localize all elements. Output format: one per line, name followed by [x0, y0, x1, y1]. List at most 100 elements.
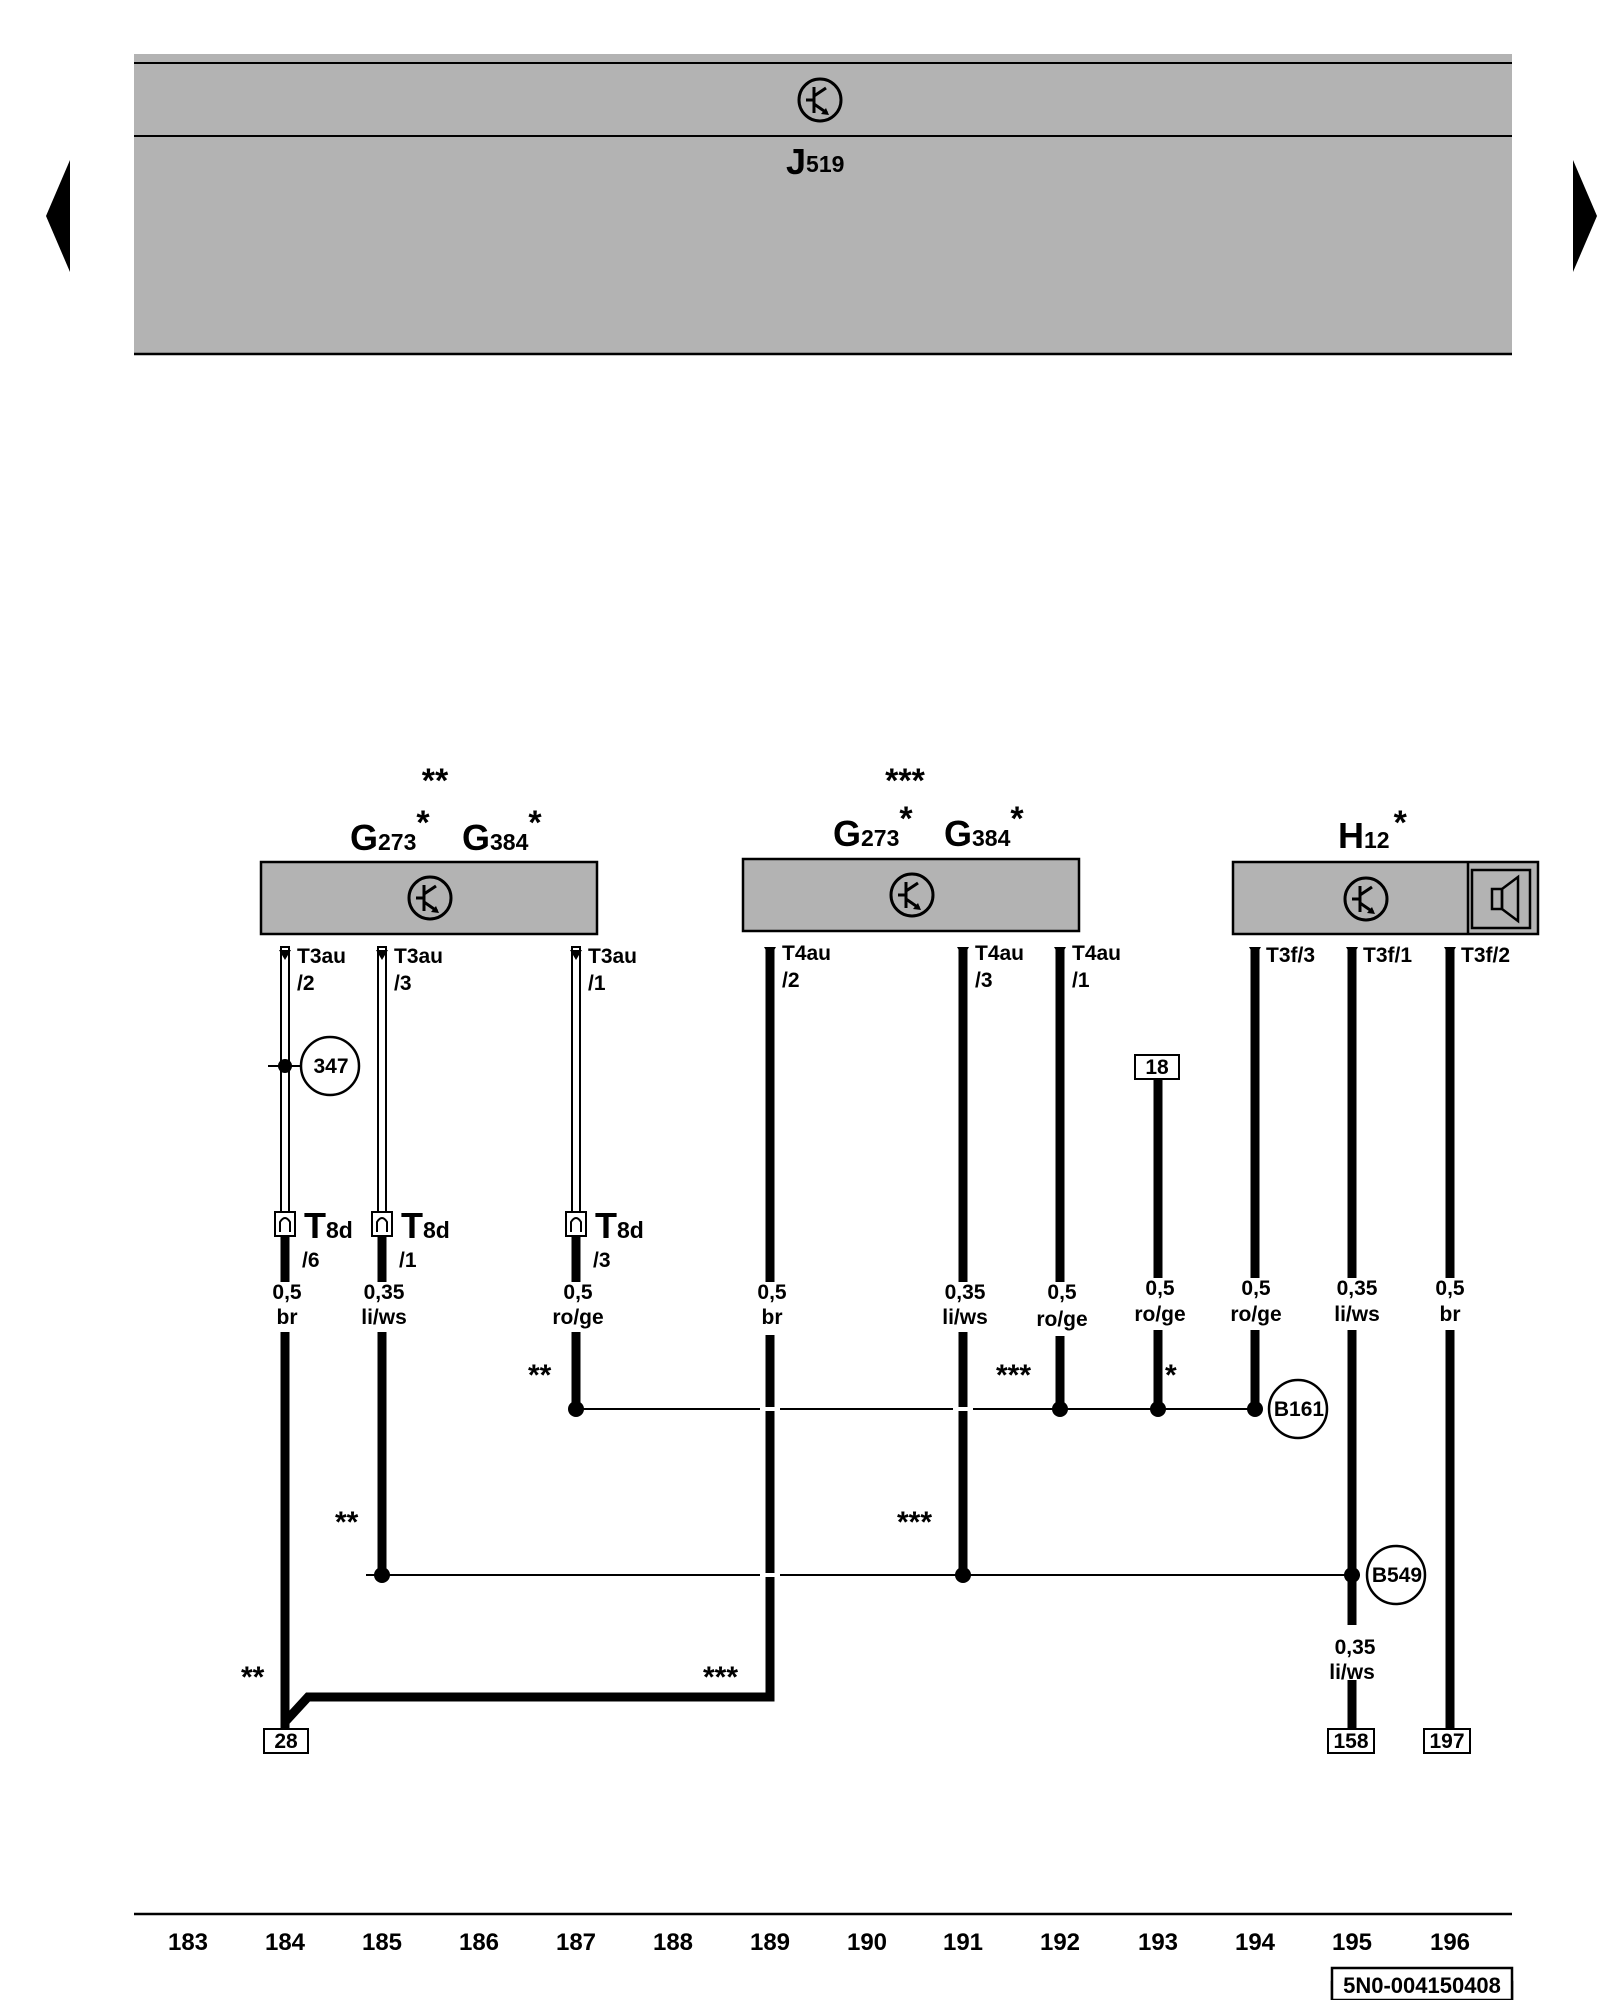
svg-text:B161: B161 — [1274, 1398, 1325, 1421]
h12-number: 12 — [1364, 827, 1390, 853]
ref-box-28[interactable]: 28 — [263, 1728, 309, 1754]
control-unit-number: 519 — [806, 151, 844, 177]
wire-size: 0,35 — [1335, 1636, 1376, 1659]
wire-size: 0,5 — [757, 1281, 787, 1304]
svg-text:193: 193 — [1138, 1929, 1178, 1956]
connector-t8d-1: T8d /1 — [371, 1205, 450, 1272]
g384-star: * — [1010, 800, 1024, 838]
electronic-component-icon — [1343, 876, 1389, 922]
ref-circle-b161[interactable]: B161 — [1267, 1378, 1329, 1440]
svg-text:191: 191 — [943, 1929, 983, 1956]
pin-number: /1 — [588, 972, 606, 995]
wire-size: 0,35 — [1337, 1277, 1378, 1300]
svg-text:189: 189 — [750, 1929, 790, 1956]
svg-text:G384*: G384* — [944, 800, 1024, 854]
svg-text:186: 186 — [459, 1929, 499, 1956]
svg-text:158: 158 — [1333, 1730, 1368, 1753]
group-2-marker: *** — [885, 762, 925, 800]
connector-t8d-6: T8d /6 — [274, 1205, 353, 1272]
wire-hollow-184 — [280, 946, 290, 1218]
ref-circle-347[interactable]: 347 — [299, 1035, 361, 1097]
svg-text:5N0-004150408: 5N0-004150408 — [1343, 1973, 1501, 1998]
g273-letter: G — [833, 813, 861, 854]
speaker-icon — [1470, 868, 1532, 930]
svg-text:***: *** — [703, 1661, 738, 1694]
wire-color: br — [762, 1306, 783, 1329]
pin-label: T4au — [975, 942, 1024, 965]
pin-label: T4au — [1072, 942, 1121, 965]
svg-text:185: 185 — [362, 1929, 402, 1956]
pin-label: T3f/1 — [1363, 944, 1412, 967]
ref-circle-b549[interactable]: B549 — [1365, 1544, 1427, 1606]
wire-size: 0,5 — [272, 1281, 302, 1304]
control-unit-letter: J — [786, 141, 806, 182]
svg-text:G273*: G273* — [350, 804, 430, 858]
wire-size: 0,5 — [1047, 1281, 1077, 1304]
connector-t8d-3: T8d /3 — [565, 1205, 644, 1272]
svg-text:*: * — [1165, 1359, 1177, 1392]
svg-text:196: 196 — [1430, 1929, 1470, 1956]
document-id: 5N0-004150408 — [1330, 1966, 1514, 2000]
group-1-marker: ** — [422, 762, 449, 800]
g384-letter: G — [462, 817, 490, 858]
pin-label: T3f/3 — [1266, 944, 1315, 967]
g273-number: 273 — [861, 825, 899, 851]
h12-star: * — [1394, 804, 1408, 842]
svg-text:**: ** — [335, 1506, 359, 1539]
wire-size: 0,5 — [563, 1281, 593, 1304]
wire-color: li/ws — [1334, 1303, 1380, 1326]
svg-text:192: 192 — [1040, 1929, 1080, 1956]
svg-text:***: *** — [897, 1506, 932, 1539]
svg-text:183: 183 — [168, 1929, 208, 1956]
component-box-2 — [741, 857, 1081, 933]
wire-size: 0,35 — [945, 1281, 986, 1304]
triangle-right-icon[interactable] — [1573, 160, 1597, 272]
svg-text:T8d: T8d — [401, 1205, 450, 1246]
g384-number: 384 — [490, 829, 529, 855]
wire-size: 0,5 — [1241, 1277, 1271, 1300]
svg-text:197: 197 — [1429, 1730, 1464, 1753]
triangle-left-icon[interactable] — [46, 160, 70, 272]
component-box-1 — [259, 860, 599, 936]
svg-text:/3: /3 — [593, 1249, 611, 1272]
wire-hollow-187 — [571, 946, 581, 1218]
pin-label: T3f/2 — [1461, 944, 1510, 967]
g273-letter: G — [350, 817, 378, 858]
ref-box-18[interactable]: 18 — [1134, 1054, 1180, 1080]
pin-number: /2 — [297, 972, 315, 995]
sensor-group-1: ** G273* G384* — [259, 762, 599, 936]
svg-text:184: 184 — [265, 1929, 306, 1956]
svg-text:18: 18 — [1145, 1056, 1169, 1079]
g384-letter: G — [944, 813, 972, 854]
pin-label: T4au — [782, 942, 831, 965]
svg-text:28: 28 — [274, 1730, 298, 1753]
ref-box-158[interactable]: 158 — [1327, 1728, 1375, 1754]
horn-h12: H12* — [1231, 804, 1540, 936]
g273-star: * — [899, 800, 913, 838]
electronic-component-icon — [407, 875, 453, 921]
wire-color: br — [1440, 1303, 1461, 1326]
svg-text:/1: /1 — [399, 1249, 417, 1272]
svg-text:**: ** — [528, 1359, 552, 1392]
svg-text:B549: B549 — [1372, 1564, 1422, 1587]
wire-color: ro/ge — [1036, 1308, 1087, 1331]
ref-box-197[interactable]: 197 — [1423, 1728, 1471, 1754]
control-unit-j519: J519 — [134, 54, 1512, 356]
svg-text:194: 194 — [1235, 1929, 1276, 1956]
sensor-group-2: *** G273* G384* — [741, 762, 1081, 933]
svg-text:T8d: T8d — [304, 1205, 353, 1246]
svg-text:347: 347 — [313, 1055, 348, 1078]
electronic-component-icon — [889, 872, 935, 918]
wire-color: li/ws — [1329, 1661, 1375, 1684]
svg-text:T8d: T8d — [595, 1205, 644, 1246]
wire-hollow-185 — [377, 946, 387, 1218]
svg-text:**: ** — [241, 1661, 265, 1694]
column-numbers: 183 184 185 186 187 188 189 190 191 192 … — [168, 1929, 1470, 1956]
pin-arrows — [279, 947, 1456, 960]
svg-text:188: 188 — [653, 1929, 693, 1956]
pin-label: T3au — [297, 945, 346, 968]
pin-number: /3 — [394, 972, 412, 995]
pin-label: T3au — [588, 945, 637, 968]
svg-text:195: 195 — [1332, 1929, 1372, 1956]
